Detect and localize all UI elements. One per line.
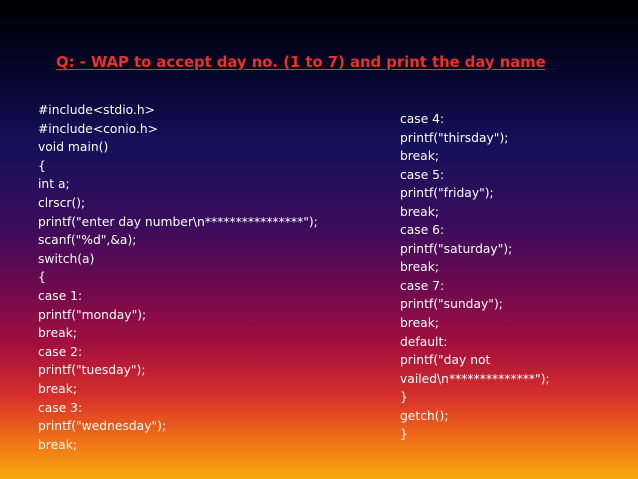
code-line: break; [38,381,77,396]
code-line: { [38,270,46,285]
code-line: } [400,390,408,405]
code-line: case 7: [400,278,445,293]
code-line: vailed\n**************"); [400,371,550,386]
code-line: case 5: [400,167,445,182]
code-line: case 1: [38,288,83,303]
code-line: #include<stdio.h> [38,103,155,117]
code-line: } [400,427,408,442]
code-line: printf("sunday"); [400,297,503,312]
code-line: break; [400,316,439,331]
code-line: clrscr(); [38,195,86,210]
code-line: break; [400,260,439,275]
code-line: void main() [38,140,109,155]
code-line: case 2: [38,344,83,359]
code-line: { [38,158,46,173]
code-line: break; [400,204,439,219]
slide-title: Q: - WAP to accept day no. (1 to 7) and … [56,54,546,71]
code-line: case 3: [38,400,83,415]
code-line: printf("friday"); [400,186,494,201]
code-line: int a; [38,177,70,192]
code-line: case 6: [400,223,445,238]
code-line: switch(a) [38,251,95,266]
code-line: printf("saturday"); [400,241,513,256]
code-line: case 4: [400,112,445,126]
code-listing-left: #include<stdio.h> #include<conio.h> void… [38,101,318,454]
code-line: printf("enter day number\n**************… [38,214,318,229]
code-line: printf("tuesday"); [38,363,146,378]
code-line: #include<conio.h> [38,121,158,136]
code-line: break; [400,149,439,164]
code-line: printf("wednesday"); [38,419,167,434]
code-line: printf("monday"); [38,307,147,322]
code-line: break; [38,437,77,452]
code-line: scanf("%d",&a); [38,233,137,248]
code-line: printf("thirsday"); [400,130,509,145]
code-line: printf("day not [400,353,491,368]
code-line: getch(); [400,408,449,423]
code-line: break; [38,326,77,341]
code-line: default: [400,334,448,349]
code-listing-right: case 4: printf("thirsday"); break; case … [400,110,550,444]
